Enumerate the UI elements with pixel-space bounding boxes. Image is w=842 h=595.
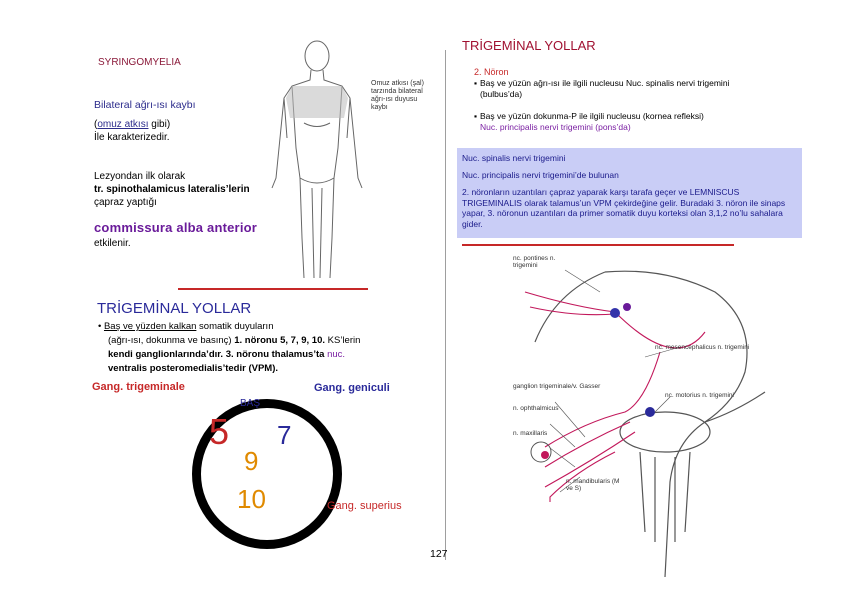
gang-trigeminale-label: Gang. trigeminale <box>92 381 185 393</box>
shoulder-term: omuz atkısı <box>97 119 149 130</box>
paren-open: ( <box>94 119 98 130</box>
section-divider-left <box>178 288 368 290</box>
gang-geniculi-label: Gang. geniculi <box>314 382 390 394</box>
diagram-label-motor: nc. motorius n. trigemini <box>665 392 734 399</box>
bullet1-line2: (bulbus’da) <box>480 89 523 99</box>
nerve-7-number: 7 <box>277 420 292 450</box>
bullet-touch-nucleus: ▪ Baş ve yüzün dokunma-P ile ilgili nucl… <box>474 111 800 133</box>
shoulder-rest: gibi) <box>148 119 171 130</box>
bullet-marker: ▪ <box>474 78 478 88</box>
trigeminal-pathway-diagram <box>524 269 766 577</box>
gang-superius-label: Gang. superius <box>327 500 402 512</box>
bullet-line4-a: ventralis posteromedialis <box>108 363 223 374</box>
nerve-9-number: 9 <box>244 446 259 476</box>
box-line-3: 2. nöronların uzantıları çapraz yaparak … <box>462 187 786 229</box>
diagram-label-maxillary: n. maxillaris <box>513 430 548 437</box>
characterized-text: İle karakterizedir. <box>94 132 170 143</box>
diagram-label-pontine: nc. pontines n. trigemini <box>513 255 556 269</box>
neuron-2-heading: 2. Nöron <box>474 67 509 77</box>
diagram-label-ophthalmic: n. ophthalmicus <box>513 405 559 412</box>
column-divider <box>445 50 446 560</box>
human-body-illustration <box>271 40 363 279</box>
bullet-pain-nucleus: ▪ Baş ve yüzün ağrı-ısı ile ilgili nucle… <box>474 78 800 100</box>
trigeminal-bullet: • Baş ve yüzden kalkan somatik duyuların… <box>98 321 361 374</box>
bullet-marker: ▪ <box>474 111 478 121</box>
figure-caption: Omuz atkısı (şal) tarzında bilateral ağr… <box>371 80 424 111</box>
bilateral-loss-text: Bilateral ağrı-ısı kaybı <box>94 99 196 111</box>
trigeminal-title-right: TRİGEMİNAL YOLLAR <box>462 38 596 53</box>
bullet-line2-c: KS’lerin <box>325 335 361 346</box>
syringomyelia-description: (omuz atkısı gibi) İle karakterizedir. <box>94 118 170 144</box>
nerve-10-number: 10 <box>237 484 266 514</box>
cranial-nerve-ring <box>192 399 342 549</box>
bullet1-line1: Baş ve yüzün ağrı-ısı ile ilgili nucleus… <box>480 78 730 88</box>
box-line-1: Nuc. spinalis nervi trigemini <box>462 153 566 163</box>
diagram-label-ganglion: ganglion trigeminale/v. Gasser <box>513 383 601 390</box>
syringomyelia-title: SYRINGOMYELIA <box>98 57 181 68</box>
commissura-heading: commissura alba anterior <box>94 220 258 235</box>
box-line-2: Nuc. principalis nervi trigemini’de bulu… <box>462 170 619 180</box>
lesion-line-2: tr. spinothalamicus lateralis’lerin <box>94 184 250 195</box>
lesion-text: Lezyondan ilk olarak tr. spinothalamicus… <box>94 170 294 209</box>
bullet-line1-rest: somatik duyuların <box>196 321 274 332</box>
bullet-line3-a: kendi ganglionlarında’dır. <box>108 349 224 360</box>
bullet-line4-b: ’tedir (VPM). <box>222 363 278 374</box>
lesion-line-1: Lezyondan ilk olarak <box>94 171 186 182</box>
bullet2-line2: Nuc. principalis nervi trigemini (pons’d… <box>480 122 631 132</box>
bas-label: BAŞ <box>240 398 261 409</box>
page-number: 127 <box>430 548 448 560</box>
bullet-line2-a: (ağrı-ısı, dokunma ve basınç) <box>108 335 235 346</box>
bullet-line3-b: 3. nöronu thalamus’ta <box>223 349 325 360</box>
diagram-label-mandibular: n. mandibularis (M ve S) <box>566 478 620 492</box>
bullet-line2-b: 1. nöronu 5, 7, 9, 10. <box>234 335 326 346</box>
bullet-line3-c: nuc. <box>324 349 346 360</box>
bullet-prefix: Baş ve yüzden kalkan <box>103 321 197 332</box>
section-divider-right <box>462 244 734 246</box>
diagram-label-mesencephalic: nc. mesencephalicus n. trigemini <box>655 344 750 351</box>
trigeminal-title-left: TRİGEMİNAL YOLLAR <box>97 300 252 317</box>
affected-text: etkilenir. <box>94 238 131 249</box>
nerve-5-number: 5 <box>209 411 230 452</box>
bullet2-line1: Baş ve yüzün dokunma-P ile ilgili nucleu… <box>480 111 704 121</box>
lesion-line-3: çapraz yaptığı <box>94 197 157 208</box>
info-box <box>457 148 802 238</box>
